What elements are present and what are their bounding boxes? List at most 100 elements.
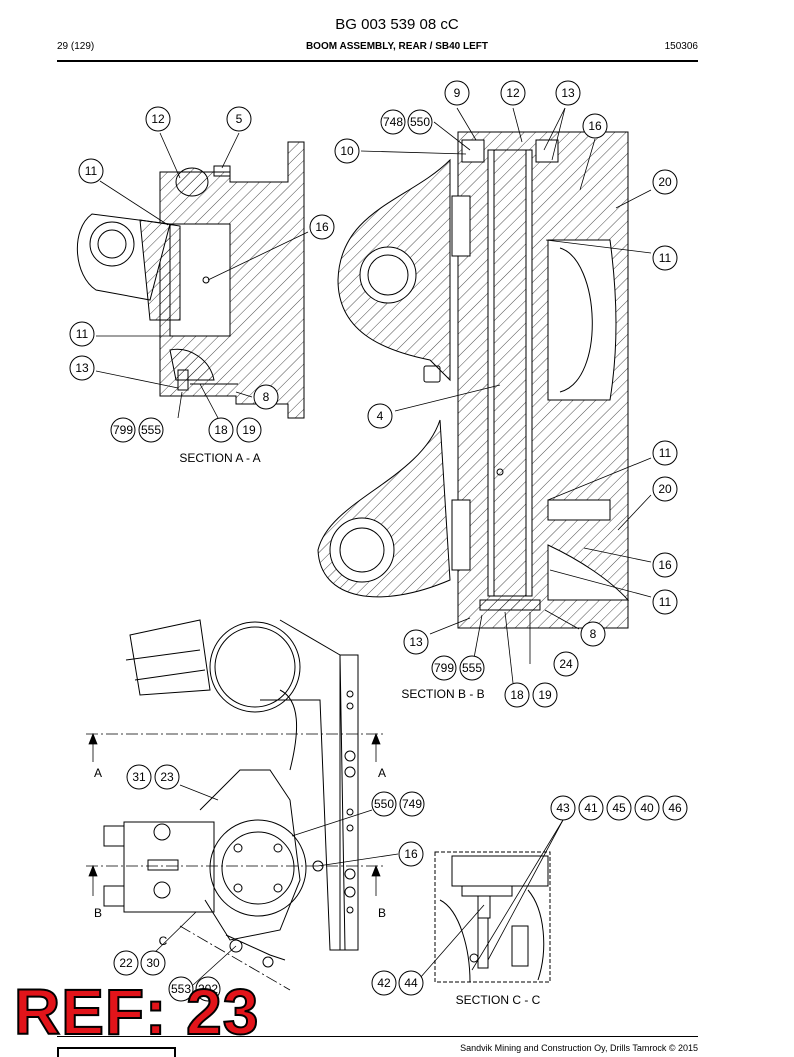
svg-text:40: 40 — [640, 801, 654, 815]
svg-text:31: 31 — [132, 770, 146, 784]
cut-lines — [86, 732, 384, 991]
svg-text:44: 44 — [404, 976, 418, 990]
balloon-30: 30 — [140, 950, 166, 976]
balloon-553: 553 — [168, 976, 194, 1002]
balloon-11: 11 — [69, 321, 95, 347]
balloon-13: 13 — [403, 629, 429, 655]
page-number: 29 (129) — [57, 41, 95, 52]
balloon-16: 16 — [309, 214, 335, 240]
balloon-9: 9 — [444, 80, 470, 106]
balloon-19: 19 — [532, 682, 558, 708]
balloon-202: 202 — [195, 976, 221, 1002]
cut-label-a-left: A — [94, 766, 102, 780]
balloon-799: 799 — [431, 655, 457, 681]
balloon-799: 799 — [110, 417, 136, 443]
balloon-12: 12 — [145, 106, 171, 132]
balloon-44: 44 — [398, 970, 424, 996]
svg-text:18: 18 — [510, 688, 524, 702]
balloon-10: 10 — [334, 138, 360, 164]
section-aa-drawing — [77, 141, 305, 419]
svg-text:9: 9 — [454, 86, 461, 100]
balloon-18: 18 — [208, 417, 234, 443]
balloon-20: 20 — [652, 476, 678, 502]
svg-text:42: 42 — [377, 976, 391, 990]
svg-text:18: 18 — [214, 423, 228, 437]
svg-text:10: 10 — [340, 144, 354, 158]
balloon-16: 16 — [582, 113, 608, 139]
svg-text:22: 22 — [119, 956, 133, 970]
balloon-13: 13 — [555, 80, 581, 106]
svg-text:202: 202 — [198, 982, 218, 996]
svg-text:5: 5 — [236, 112, 243, 126]
balloon-8: 8 — [580, 621, 606, 647]
footer-rule — [57, 1036, 698, 1037]
balloon-749: 749 — [399, 791, 425, 817]
header-rule — [57, 60, 698, 62]
section-aa-caption: SECTION A - A — [179, 451, 260, 465]
balloon-550: 550 — [407, 109, 433, 135]
section-bb-caption: SECTION B - B — [401, 687, 484, 701]
balloon-8: 8 — [253, 384, 279, 410]
svg-text:555: 555 — [462, 661, 482, 675]
balloon-555: 555 — [138, 417, 164, 443]
balloon-22: 22 — [113, 950, 139, 976]
svg-text:799: 799 — [113, 423, 133, 437]
svg-text:4: 4 — [377, 409, 384, 423]
svg-text:13: 13 — [409, 635, 423, 649]
balloon-41: 41 — [578, 795, 604, 821]
balloon-19: 19 — [236, 417, 262, 443]
svg-text:12: 12 — [151, 112, 165, 126]
balloon-40: 40 — [634, 795, 660, 821]
section-bb-drawing — [317, 131, 630, 629]
svg-text:8: 8 — [263, 390, 270, 404]
svg-text:11: 11 — [659, 251, 672, 265]
svg-text:550: 550 — [374, 797, 394, 811]
svg-text:555: 555 — [141, 423, 161, 437]
balloon-16: 16 — [398, 841, 424, 867]
cut-label-c: C — [159, 934, 168, 948]
balloon-11: 11 — [78, 158, 104, 184]
cut-label-a-right: A — [378, 766, 386, 780]
balloon-11: 11 — [652, 589, 678, 615]
balloon-16: 16 — [652, 552, 678, 578]
balloon-555: 555 — [459, 655, 485, 681]
balloon-11: 11 — [652, 440, 678, 466]
balloon-43: 43 — [550, 795, 576, 821]
svg-text:749: 749 — [402, 797, 422, 811]
svg-text:799: 799 — [434, 661, 454, 675]
balloon-42: 42 — [371, 970, 397, 996]
balloon-748: 748 — [380, 109, 406, 135]
svg-text:16: 16 — [588, 119, 602, 133]
balloon-12: 12 — [500, 80, 526, 106]
balloon-45: 45 — [606, 795, 632, 821]
svg-text:24: 24 — [559, 657, 573, 671]
footer-copyright: Sandvik Mining and Construction Oy, Dril… — [460, 1043, 698, 1053]
svg-text:23: 23 — [160, 770, 174, 784]
document-id: BG 003 539 08 cC — [335, 16, 459, 33]
svg-text:20: 20 — [658, 175, 672, 189]
section-cc-drawing — [434, 851, 551, 983]
svg-text:16: 16 — [404, 847, 418, 861]
balloon-5: 5 — [226, 106, 252, 132]
balloon-31: 31 — [126, 764, 152, 790]
balloon-550: 550 — [371, 791, 397, 817]
balloon-18: 18 — [504, 682, 530, 708]
balloon-24: 24 — [553, 651, 579, 677]
svg-text:11: 11 — [76, 327, 89, 341]
main-view-drawing — [103, 619, 359, 968]
svg-text:553: 553 — [171, 982, 191, 996]
svg-text:12: 12 — [506, 86, 520, 100]
balloon-46: 46 — [662, 795, 688, 821]
sandvik-logo — [57, 1047, 176, 1057]
leader-lines — [95, 107, 652, 986]
svg-text:20: 20 — [658, 482, 672, 496]
svg-text:45: 45 — [612, 801, 626, 815]
svg-text:11: 11 — [85, 164, 98, 178]
svg-text:19: 19 — [538, 688, 552, 702]
page-title: BOOM ASSEMBLY, REAR / SB40 LEFT — [305, 41, 489, 52]
svg-text:11: 11 — [659, 446, 672, 460]
cut-label-b-left: B — [94, 906, 102, 920]
balloon-23: 23 — [154, 764, 180, 790]
balloon-20: 20 — [652, 169, 678, 195]
